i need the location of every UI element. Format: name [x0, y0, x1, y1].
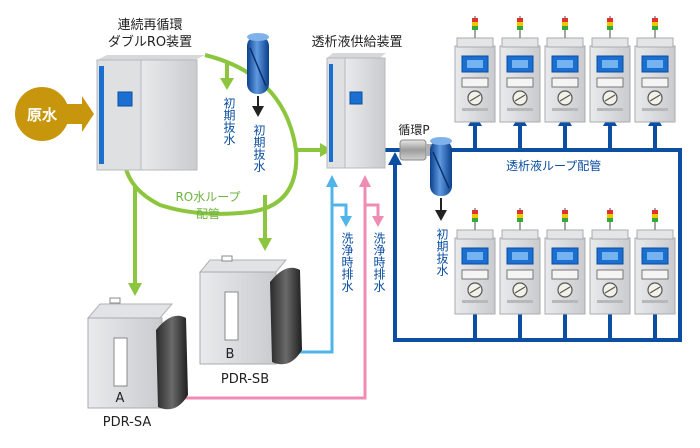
dialysis-console — [544, 15, 586, 123]
dialysis-console — [634, 207, 676, 315]
dialysis-console — [454, 207, 496, 315]
pdr-sb-label: PDR-SB — [221, 372, 269, 387]
dialysis-console — [634, 15, 676, 123]
pdr-sa-device — [86, 297, 188, 410]
wash-drain-label-blue: 洗浄時排水 — [340, 232, 354, 292]
dialysis-consoles-bottom — [454, 207, 676, 315]
dialysate-loop-label: 透析液ループ配管 — [506, 158, 601, 173]
circulation-pump-label: 循環P — [398, 123, 429, 137]
raw-water-source — [15, 87, 94, 141]
dialysis-consoles-top — [454, 15, 676, 123]
drain-blue-arrowhead-down — [340, 216, 352, 227]
ro-filter — [247, 33, 269, 94]
circulation-pump — [399, 139, 432, 161]
ro-initial-drain-arrow — [252, 96, 264, 117]
wash-drain-pipe-blue — [300, 185, 348, 354]
dialysate-initial-drain-arrow — [435, 198, 447, 221]
dialysis-console — [499, 15, 541, 123]
ro-loop-label-line2: 配管 — [196, 206, 220, 221]
ro-initial-drain-label-black: 初期抜水 — [252, 124, 266, 172]
dialysis-console — [544, 207, 586, 315]
ro-initial-drain-label-green: 初期抜水 — [222, 97, 236, 145]
ro-device-label-line1: 連続再循環 — [117, 18, 182, 33]
pdr-sa-label: PDR-SA — [103, 415, 152, 430]
raw-water-label: 原水 — [27, 106, 58, 124]
drain-pink-arrowhead-up — [359, 175, 371, 187]
ro-device-label-line2: ダブルRO装置 — [108, 34, 192, 50]
drain-pink-arrowhead-down — [372, 216, 384, 227]
ro-device — [96, 55, 205, 171]
dialysis-console — [589, 207, 631, 315]
ro-loop-pipe — [123, 53, 320, 285]
pdr-sb-device — [198, 255, 302, 365]
wash-drain-pipe-pink — [185, 185, 380, 400]
drain-blue-arrowhead-up — [326, 175, 338, 187]
ro-loop-label-line1: RO水ループ — [175, 190, 240, 204]
dialysate-filter — [430, 137, 452, 196]
pdr-sa-unit-letter: A — [116, 391, 125, 406]
dialysis-console — [499, 207, 541, 315]
wash-drain-label-pink: 洗浄時排水 — [372, 232, 386, 292]
dialysate-supply-device — [326, 53, 386, 169]
dialysate-loop-pipe — [385, 122, 682, 342]
dialysis-console — [589, 15, 631, 123]
pdr-sb-unit-letter: B — [226, 347, 235, 362]
ro-loop-arrowheads — [128, 78, 332, 296]
supply-device-label: 透析液供給装置 — [311, 35, 402, 50]
dialysate-initial-drain-label: 初期抜水 — [435, 228, 449, 276]
dialysis-console — [454, 15, 496, 123]
